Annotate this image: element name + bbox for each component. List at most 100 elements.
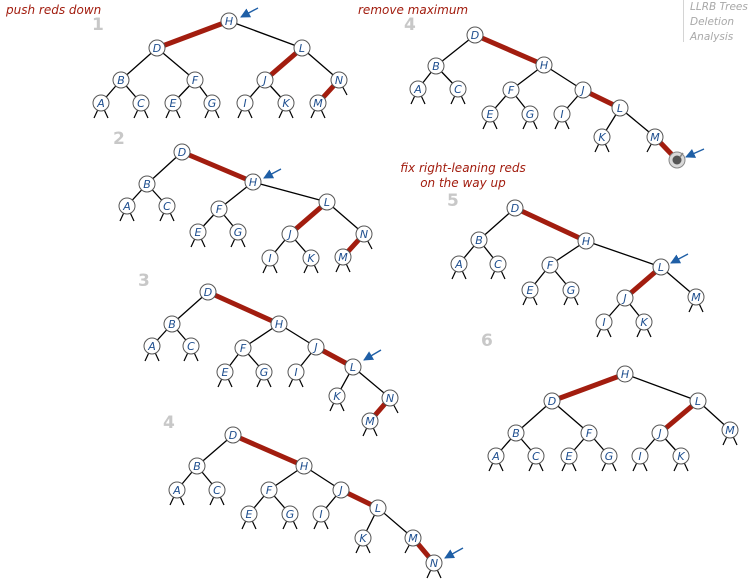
tree-node-h: H — [577, 232, 595, 250]
node-circle — [163, 315, 181, 333]
tree-node-l: L — [318, 193, 336, 211]
node-label: I — [560, 108, 563, 121]
tree-node-c: C — [208, 481, 226, 499]
node-circle — [616, 289, 634, 307]
node-circle — [687, 288, 705, 306]
node-label: G — [208, 97, 217, 110]
tree-node-d: D — [506, 199, 524, 217]
arrow-icon — [263, 168, 282, 179]
step-number: 2 — [113, 129, 125, 149]
node-label: E — [566, 450, 573, 463]
node-circle — [224, 426, 242, 444]
node-circle — [309, 94, 327, 112]
node-label: G — [526, 108, 535, 121]
node-label: F — [508, 84, 515, 97]
tree-node-h: H — [270, 315, 288, 333]
node-label: E — [246, 508, 253, 521]
tree-node-m: M — [687, 288, 705, 306]
node-label: N — [335, 74, 343, 87]
black-link — [252, 181, 328, 203]
node-circle — [244, 173, 262, 191]
side-menu-item-deletion[interactable]: Deletion — [690, 16, 735, 28]
node-label: M — [650, 131, 660, 144]
red-link — [230, 432, 307, 469]
node-label: K — [307, 252, 315, 265]
tree-node-e: E — [560, 447, 578, 465]
node-label: H — [225, 15, 233, 28]
node-label: C — [137, 97, 145, 110]
side-menu-item-analysis[interactable]: Analysis — [690, 31, 734, 43]
node-label: C — [187, 340, 195, 353]
node-circle — [312, 505, 330, 523]
tree-node-l: L — [369, 499, 387, 517]
red-link — [205, 289, 282, 327]
node-circle — [481, 105, 499, 123]
bomb-icon — [668, 151, 686, 169]
tree-node-m: M — [334, 248, 352, 266]
tree-node-g: G — [281, 505, 299, 523]
tree-node-i: I — [261, 249, 279, 267]
node-circle — [593, 128, 611, 146]
node-circle — [261, 249, 279, 267]
tree-node-c: C — [132, 94, 150, 112]
node-label: L — [658, 261, 664, 274]
node-label: A — [491, 450, 500, 463]
node-label: B — [475, 234, 483, 247]
node-circle — [182, 337, 200, 355]
caption-push-reds-down: push reds down — [6, 3, 102, 17]
caption-remove-maximum: remove maximum — [358, 3, 469, 17]
node-label: J — [286, 228, 291, 241]
node-label: N — [386, 392, 394, 405]
node-label: I — [602, 316, 605, 329]
node-label: J — [579, 84, 584, 97]
tree-node-d: D — [543, 392, 561, 410]
side-menu-item-llrb-trees[interactable]: LLRB Trees — [690, 1, 748, 13]
tree-node-f: F — [502, 81, 520, 99]
node-circle — [354, 529, 372, 547]
node-circle — [449, 80, 467, 98]
black-link — [585, 240, 662, 268]
node-label: G — [605, 450, 614, 463]
node-circle — [355, 225, 373, 243]
node-label: D — [204, 286, 212, 299]
node-label: F — [216, 203, 223, 216]
tree-node-b: B — [112, 71, 130, 89]
tree-node-k: K — [277, 94, 295, 112]
node-label: L — [299, 42, 305, 55]
bomb-fuse — [679, 152, 684, 158]
node-circle — [672, 447, 690, 465]
node-label: B — [168, 318, 176, 331]
node-label: I — [294, 366, 297, 379]
node-circle — [721, 421, 739, 439]
tree-node-h: H — [616, 365, 634, 383]
tree-node-e: E — [189, 223, 207, 241]
tree-node-e: E — [164, 94, 182, 112]
node-circle — [158, 197, 176, 215]
node-circle — [138, 175, 156, 193]
tree-node-d: D — [148, 39, 166, 57]
red-link — [179, 149, 256, 185]
tree-node-j: J — [281, 225, 299, 243]
node-label: H — [582, 235, 590, 248]
tree-node-k: K — [635, 313, 653, 331]
node-circle — [281, 225, 299, 243]
node-circle — [487, 447, 505, 465]
node-circle — [580, 424, 598, 442]
node-label: I — [268, 252, 271, 265]
node-circle — [553, 105, 571, 123]
tree-node-f: F — [234, 339, 252, 357]
tree-node-c: C — [182, 337, 200, 355]
tree-node-g: G — [255, 363, 273, 381]
node-circle — [689, 392, 707, 410]
step-number: 1 — [92, 15, 104, 35]
tree-node-m: M — [361, 412, 379, 430]
step-number: 4 — [404, 15, 416, 35]
tree-node-l: L — [344, 358, 362, 376]
node-label: H — [621, 368, 629, 381]
node-circle — [521, 105, 539, 123]
node-circle — [199, 283, 217, 301]
node-label: A — [413, 83, 422, 96]
